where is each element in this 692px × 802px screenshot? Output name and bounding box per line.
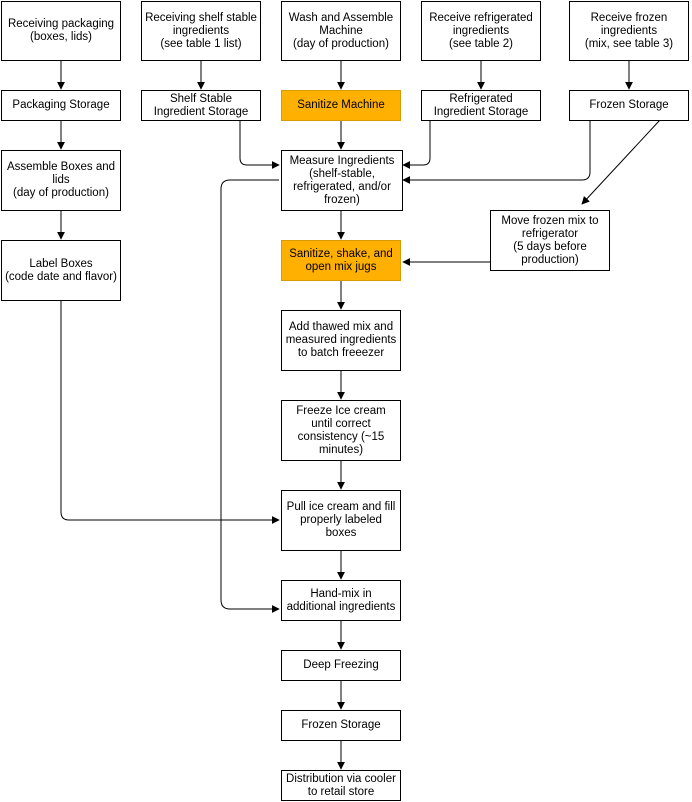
frozen-storage-top-box: Frozen Storage <box>569 90 689 121</box>
edge-shelf-store-to-measure <box>239 120 280 169</box>
edge-froz-store-to-measure <box>402 120 591 184</box>
edge-refr-store-to-measure <box>402 120 431 169</box>
label-boxes-box: Label Boxes (code date and flavor) <box>1 240 121 301</box>
receiving-packaging-box: Receiving packaging (boxes, lids) <box>1 1 121 61</box>
receiving-shelf-stable-box: Receiving shelf stable ingredients (see … <box>141 1 261 61</box>
receive-frozen-box: Receive frozen ingredients (mix, see tab… <box>569 1 689 61</box>
sanitize-machine-box: Sanitize Machine <box>281 90 401 121</box>
refrigerated-storage-box: Refrigerated Ingredient Storage <box>421 90 541 121</box>
deep-freezing-box: Deep Freezing <box>281 650 401 681</box>
freeze-ice-cream-box: Freeze Ice cream until correct consisten… <box>281 400 401 461</box>
hand-mix-box: Hand-mix in additional ingredients <box>281 580 401 621</box>
wash-assemble-machine-box: Wash and Assemble Machine (day of produc… <box>281 1 401 61</box>
measure-ingredients-box: Measure Ingredients (shelf-stable, refri… <box>281 150 403 211</box>
edge-label-to-pull <box>60 300 280 524</box>
edge-froz-store-to-move-mix <box>581 119 661 205</box>
packaging-storage-box: Packaging Storage <box>1 90 121 121</box>
assemble-boxes-box: Assemble Boxes and lids (day of producti… <box>1 150 121 211</box>
frozen-storage-bottom-box: Frozen Storage <box>281 710 401 741</box>
sanitize-shake-open-box: Sanitize, shake, and open mix jugs <box>281 240 401 281</box>
edge-measure-to-handmix <box>220 179 280 613</box>
pull-ice-cream-box: Pull ice cream and fill properly labeled… <box>281 490 401 551</box>
distribution-box: Distribution via cooler to retail store <box>281 770 401 801</box>
move-frozen-mix-box: Move frozen mix to refrigerator (5 days … <box>490 210 610 271</box>
receive-refrigerated-box: Receive refrigerated ingredients (see ta… <box>421 1 541 61</box>
add-thawed-mix-box: Add thawed mix and measured ingredients … <box>281 310 401 371</box>
shelf-stable-storage-box: Shelf Stable Ingredient Storage <box>141 90 261 121</box>
